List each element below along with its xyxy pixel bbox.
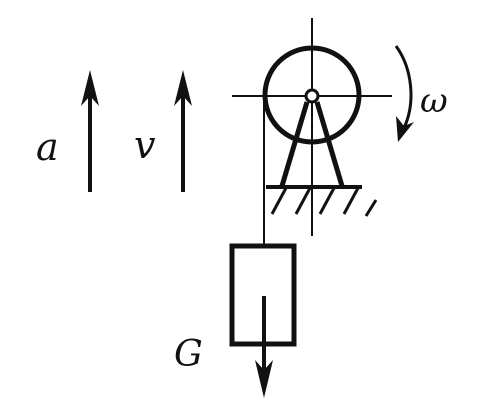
acceleration-arrow: [81, 70, 99, 192]
weight-arrow: [255, 296, 273, 398]
ground-hatching: [270, 187, 378, 217]
acceleration-label: a: [36, 125, 59, 169]
velocity-label: v: [134, 123, 156, 167]
weight-label: G: [174, 334, 203, 375]
angular-velocity-arrow: [394, 45, 414, 142]
pulley-support: [279, 101, 345, 187]
angular-velocity-label: ω: [420, 81, 448, 121]
velocity-arrow: [174, 70, 192, 192]
pulley-axle: [304, 88, 320, 104]
